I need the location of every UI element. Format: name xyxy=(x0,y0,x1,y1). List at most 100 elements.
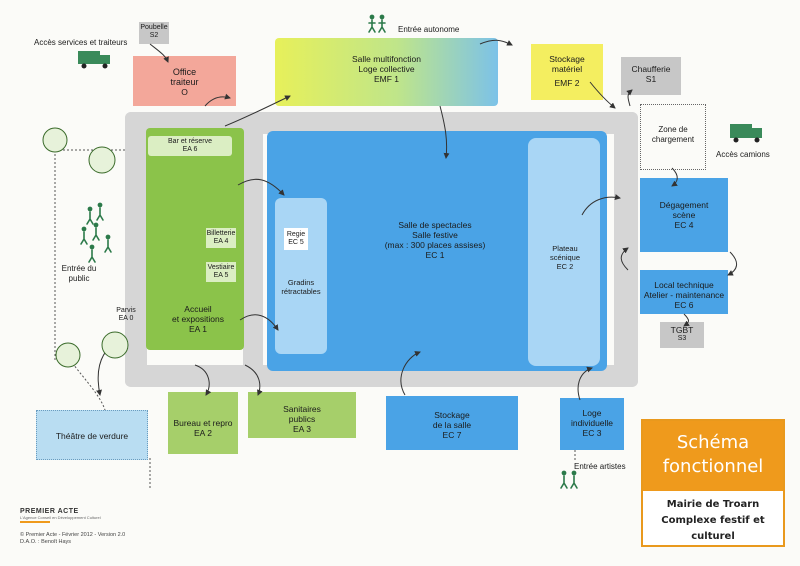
plateau-code: EC 2 xyxy=(556,262,574,271)
tree-icon xyxy=(42,127,129,368)
flow-arrow xyxy=(400,351,421,396)
tgbt-code: S3 xyxy=(677,335,687,342)
title-line1: Mairie de Troarn xyxy=(666,499,760,510)
flow-arrow xyxy=(204,93,231,107)
sanitaires-name: Sanitaires publics xyxy=(283,404,321,424)
pedestrian-icon xyxy=(80,14,578,489)
regie-name: Regie xyxy=(286,231,306,238)
room-poubelle: Poubelle S2 xyxy=(139,22,169,44)
salle-multi-name: Salle multifonction Loge collective xyxy=(352,54,421,74)
degagement-code: EC 4 xyxy=(674,220,694,230)
title-panel: Schéma fonctionnel Mairie de Troarn Comp… xyxy=(641,419,785,547)
footer-logo: PREMIER ACTE L'Agence Conseil en Dévelop… xyxy=(20,508,101,523)
zone-chargement-name: Zone de chargement xyxy=(651,125,695,144)
truck-icon xyxy=(730,124,762,143)
poubelle-name: Poubelle xyxy=(140,24,168,31)
sanitaires-code: EA 3 xyxy=(293,424,311,434)
billetterie-name: Billetterie xyxy=(206,230,236,237)
truck-icon xyxy=(78,51,110,69)
stockage-salle-name: Stockage de la salle xyxy=(432,410,472,430)
room-regie: Regie EC 5 xyxy=(284,228,308,250)
stockage-salle-code: EC 7 xyxy=(442,430,462,440)
accueil-name: Accueil et expositions xyxy=(172,304,224,324)
accueil-label: Accueil et expositions EA 1 xyxy=(158,304,238,334)
parvis-label: Parvis EA 0 xyxy=(112,307,140,323)
salle-spectacles-code: EC 1 xyxy=(425,250,445,260)
room-plateau xyxy=(528,138,600,366)
room-salle-multifonction: Salle multifonction Loge collective EMF … xyxy=(275,38,498,106)
room-vestiaire: Vestiaire EA 5 xyxy=(206,262,236,282)
room-gradins xyxy=(275,198,327,354)
theatre-name: Théâtre de verdure xyxy=(55,431,129,441)
bar-code: EA 6 xyxy=(182,146,198,153)
degagement-name: Dégagement scène xyxy=(659,200,709,220)
room-chaufferie: Chaufferie S1 xyxy=(621,57,681,95)
room-stockage-materiel: Stockage matériel EMF 2 xyxy=(531,44,603,100)
loge-indiv-name: Loge individuelle xyxy=(570,408,614,428)
bureau-code: EA 2 xyxy=(194,428,212,438)
entree-autonome-label: Entrée autonome xyxy=(398,25,460,34)
room-tgbt: TGBT S3 xyxy=(660,322,704,348)
room-sanitaires: Sanitaires publics EA 3 xyxy=(248,392,356,438)
title-line2: Complexe festif et culturel xyxy=(661,515,765,542)
path-dotted xyxy=(69,359,106,411)
room-bar-reserve: Bar et réserve EA 6 xyxy=(148,136,232,156)
dao-text: D.A.O. : Benoît Hays xyxy=(20,539,72,545)
copyright-text: © Premier Acte - Février 2012 - Version … xyxy=(20,532,126,538)
room-bureau-repro: Bureau et repro EA 2 xyxy=(168,392,238,454)
room-loge-individuelle: Loge individuelle EC 3 xyxy=(560,398,624,450)
flow-arrow xyxy=(439,105,450,159)
office-name: Office traiteur xyxy=(170,67,199,87)
vestiaire-name: Vestiaire xyxy=(207,264,235,271)
plateau-label: Plateau scénique EC 2 xyxy=(540,244,590,271)
bureau-name: Bureau et repro xyxy=(173,418,233,428)
billetterie-code: EA 4 xyxy=(213,238,229,245)
logo-underline xyxy=(20,521,50,523)
stockage-materiel-name: Stockage matériel xyxy=(549,54,585,74)
acces-services-label: Accès services et traiteurs xyxy=(34,38,128,47)
stockage-materiel-code: EMF 2 xyxy=(554,78,580,88)
salle-spectacles-name: Salle de spectacles Salle festive (max :… xyxy=(384,220,486,250)
corridor-left xyxy=(125,112,147,387)
flow-arrow xyxy=(620,247,629,271)
room-stockage-salle: Stockage de la salle EC 7 xyxy=(386,396,518,450)
footer-credits: © Premier Acte - Février 2012 - Version … xyxy=(20,532,125,546)
logo-tagline: L'Agence Conseil en Développement Cultur… xyxy=(20,515,101,520)
flow-arrow xyxy=(239,314,279,331)
accueil-code: EA 1 xyxy=(189,324,207,334)
office-code: O xyxy=(181,87,188,97)
flow-arrow xyxy=(194,364,212,396)
local-technique-code: EC 6 xyxy=(674,300,694,310)
acces-camions-label: Accès camions xyxy=(716,150,770,159)
flow-arrow xyxy=(577,366,593,401)
title-subtitle: Mairie de Troarn Complexe festif et cult… xyxy=(643,497,783,545)
local-technique-name: Local technique Atelier - maintenance xyxy=(643,280,725,300)
plateau-name: Plateau scénique xyxy=(549,244,581,262)
logo-text: PREMIER ACTE xyxy=(20,508,79,515)
vestiaire-code: EA 5 xyxy=(213,272,229,279)
flow-arrow xyxy=(683,313,690,327)
entree-artistes-label: Entrée artistes xyxy=(574,462,626,471)
parvis-code: EA 0 xyxy=(118,315,134,322)
salle-spectacles-label: Salle de spectacles Salle festive (max :… xyxy=(360,220,510,260)
title-heading: Schéma fonctionnel xyxy=(643,421,783,491)
loge-indiv-code: EC 3 xyxy=(582,428,602,438)
flow-arrow xyxy=(671,167,678,187)
parvis-name: Parvis xyxy=(116,307,136,314)
flow-arrow xyxy=(237,178,285,196)
poubelle-code: S2 xyxy=(149,32,159,39)
room-theatre-verdure: Théâtre de verdure xyxy=(36,410,148,460)
salle-multi-code: EMF 1 xyxy=(373,74,400,84)
flow-arrow xyxy=(727,251,737,276)
flow-arrow xyxy=(581,194,621,216)
room-billetterie: Billetterie EA 4 xyxy=(206,228,236,248)
flow-arrow xyxy=(244,364,263,396)
flow-arrow xyxy=(626,89,633,107)
flow-arrow xyxy=(479,39,513,46)
regie-code: EC 5 xyxy=(288,239,304,246)
flow-arrow xyxy=(224,95,291,127)
flow-arrow xyxy=(149,43,169,63)
chaufferie-code: S1 xyxy=(645,74,657,84)
flow-arrow xyxy=(589,81,616,109)
